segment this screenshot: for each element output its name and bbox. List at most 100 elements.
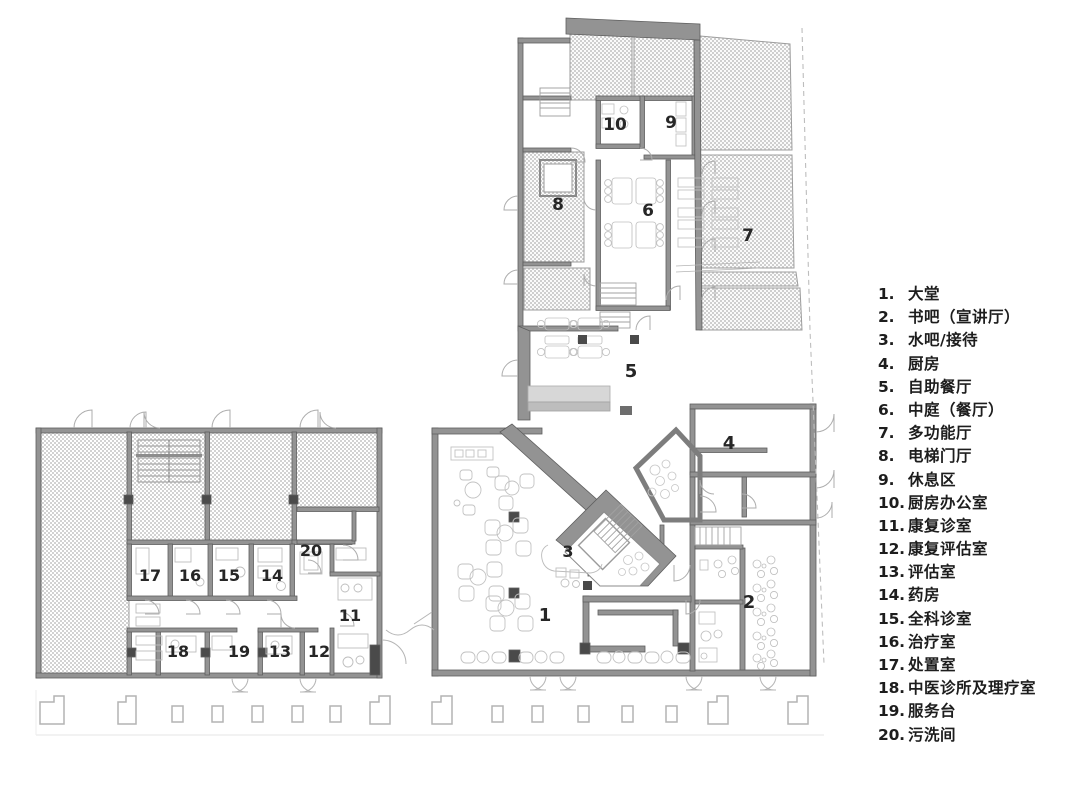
legend-item-number: 7. <box>878 424 895 443</box>
main-building <box>231 17 835 693</box>
interior-stairs <box>539 87 742 554</box>
legend-item-number: 15. <box>878 609 905 628</box>
legend-item-label: 全科诊室 <box>908 609 973 628</box>
legend-item-number: 20. <box>878 725 905 744</box>
legend-item: 2.书吧（宣讲厅） <box>878 306 1078 329</box>
room-number-17: 17 <box>139 566 161 585</box>
legend-item-label: 康复评估室 <box>908 540 989 559</box>
left-wing <box>35 409 407 679</box>
legend-item: 9. 休息区 <box>878 469 1078 492</box>
legend-item: 7. 多功能厅 <box>878 422 1078 445</box>
main-building-door-swings <box>501 147 835 615</box>
legend-item-number: 9. <box>878 470 895 489</box>
legend-item: 4. 厨房 <box>878 353 1078 376</box>
legend-item: 3. 水吧/接待 <box>878 329 1078 352</box>
legend-item-label: 药房 <box>908 586 941 605</box>
room1-furniture <box>450 446 691 664</box>
room3-furniture <box>541 544 603 590</box>
south-entrance-doors <box>231 675 777 693</box>
legend-item-label: 处置室 <box>908 656 957 674</box>
legend-item: 10.厨房办公室 <box>878 492 1078 515</box>
room-number-7: 7 <box>742 226 754 246</box>
room2-furniture <box>698 555 779 671</box>
legend-item-number: 19. <box>878 702 905 721</box>
legend-item-number: 18. <box>878 679 905 698</box>
room-number-19: 19 <box>228 642 250 661</box>
room6-furniture <box>604 177 664 249</box>
legend-item-label: 评估室 <box>908 563 957 582</box>
legend-item-number: 13. <box>878 563 905 582</box>
room-number-5: 5 <box>625 361 638 382</box>
left-wing-stair <box>136 439 202 483</box>
column-footprint-markers <box>39 695 809 725</box>
room-number-15: 15 <box>218 566 240 585</box>
room5-furniture <box>527 317 639 415</box>
legend-item: 20.污洗间 <box>878 724 1078 747</box>
room-number-1: 1 <box>539 605 552 626</box>
diagonal-core <box>499 423 703 587</box>
room-legend: 1. 大堂 2.书吧（宣讲厅） 3. 水吧/接待 4. 厨房 5. 自助餐厅 6. 中庭（餐厅） 7.… <box>878 283 1078 747</box>
legend-item: 13.评估室 <box>878 561 1078 584</box>
legend-item: 14.药房 <box>878 584 1078 607</box>
legend-item-label: 大堂 <box>908 285 941 303</box>
legend-item-number: 16. <box>878 632 905 651</box>
plan-baseline <box>35 690 824 736</box>
legend-item-number: 10. <box>878 493 905 512</box>
room-number-3: 3 <box>562 542 573 561</box>
legend-item-label: 污洗间 <box>908 725 957 744</box>
legend-item-number: 17. <box>878 656 905 674</box>
site-boundary <box>385 27 825 665</box>
legend-item-number: 12. <box>878 540 905 559</box>
room-number-9: 9 <box>665 113 677 133</box>
legend-item: 1. 大堂 <box>878 283 1078 306</box>
legend-item-number: 1. <box>878 285 895 303</box>
room-number-2: 2 <box>743 592 756 613</box>
legend-item: 17.处置室 <box>878 654 1078 677</box>
room-number-6: 6 <box>642 201 654 221</box>
room-number-14: 14 <box>261 566 283 585</box>
planting-clusters <box>618 459 679 576</box>
legend-item-number: 5. <box>878 377 895 396</box>
main-block-walls <box>431 403 817 677</box>
legend-item-number: 2. <box>878 308 895 327</box>
room-number-18: 18 <box>167 642 189 661</box>
legend-item-label: 厨房 <box>908 354 941 373</box>
room-number-16: 16 <box>179 566 201 585</box>
left-wing-fixtures <box>135 547 373 668</box>
room-number-10: 10 <box>603 115 627 135</box>
legend-item-label: 中庭（餐厅） <box>908 400 1005 419</box>
legend-item-number: 8. <box>878 447 895 466</box>
room9-10-furniture <box>601 101 687 147</box>
legend-item: 5. 自助餐厅 <box>878 376 1078 399</box>
legend-item-label: 休息区 <box>908 470 957 489</box>
room-number-12: 12 <box>308 642 330 661</box>
room-number-8: 8 <box>552 195 564 215</box>
legend-item-number: 6. <box>878 400 895 419</box>
main-building-walls <box>517 17 703 421</box>
legend-item-label: 厨房办公室 <box>908 493 989 512</box>
legend-item-label: 康复诊室 <box>908 516 973 535</box>
legend-item-label: 服务台 <box>908 702 957 721</box>
legend-item-label: 电梯门厅 <box>908 447 973 466</box>
legend-item-label: 自助餐厅 <box>908 377 973 396</box>
legend-item-number: 4. <box>878 354 895 373</box>
legend-item-number: 3. <box>878 331 895 350</box>
legend-item: 15.全科诊室 <box>878 608 1078 631</box>
legend-item: 11.康复诊室 <box>878 515 1078 538</box>
legend-item: 12.康复评估室 <box>878 538 1078 561</box>
legend-item-label: 水吧/接待 <box>908 331 979 350</box>
legend-item-number: 14. <box>878 586 905 605</box>
legend-item: 19.服务台 <box>878 700 1078 723</box>
left-wing-door-swings <box>73 409 407 665</box>
left-wing-walls <box>35 427 383 679</box>
legend-item: 18.中医诊所及理疗室 <box>878 677 1078 700</box>
legend-item-label: 治疗室 <box>908 632 957 651</box>
room7-furniture <box>675 177 761 273</box>
legend-item: 16.治疗室 <box>878 631 1078 654</box>
room-number-4: 4 <box>723 433 736 454</box>
legend-item-label: 多功能厅 <box>908 424 973 443</box>
legend-item: 6. 中庭（餐厅） <box>878 399 1078 422</box>
